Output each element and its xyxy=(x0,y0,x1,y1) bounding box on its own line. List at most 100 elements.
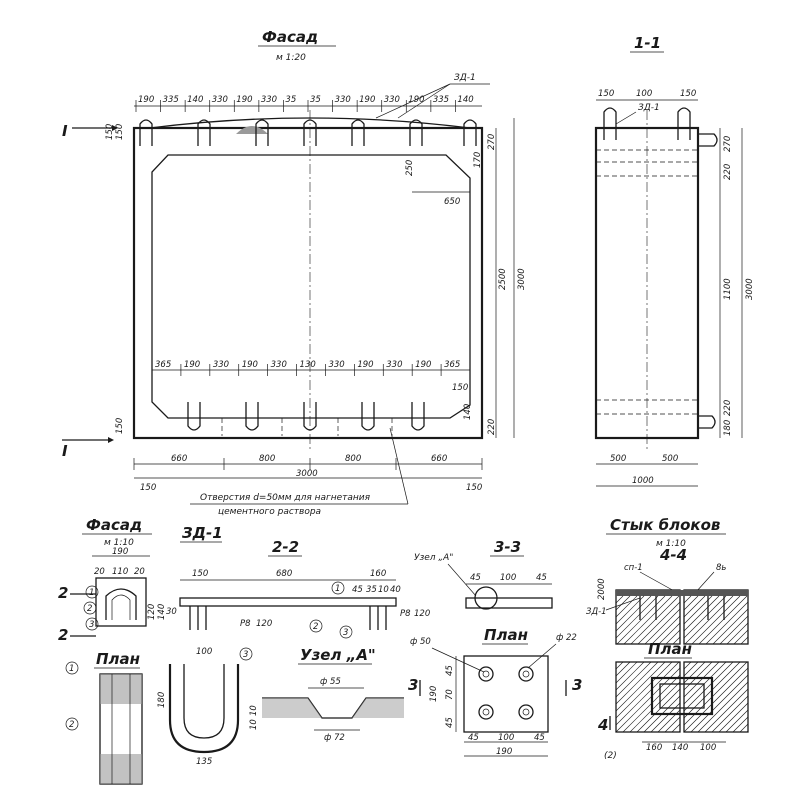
section-side-loop xyxy=(698,133,718,147)
hatch-line xyxy=(615,661,624,670)
hatch-line xyxy=(615,595,645,625)
hatch-line xyxy=(683,595,699,611)
s33-plan-plate xyxy=(463,655,549,733)
grout-note-line2: цементного раствора xyxy=(218,507,321,517)
small-plan-title: План xyxy=(96,650,140,668)
anchor-loop-top xyxy=(409,119,423,146)
plan-hole-3 xyxy=(478,704,494,720)
right-edge-dim: 150 xyxy=(466,483,482,493)
section-1-1-title: 1-1 xyxy=(634,34,661,52)
top-dim-label: 190 xyxy=(408,95,424,105)
hatch-line xyxy=(665,629,681,645)
small-facade-view: Фасад м 1:10 190 20 110 20 120 140 1 2 3… xyxy=(58,516,167,785)
hatch-line xyxy=(683,661,692,670)
hatch-line xyxy=(711,695,749,733)
bottom-inner-dim-label: 190 xyxy=(415,360,431,370)
block-joint-scale: м 1:10 xyxy=(656,539,686,549)
block-joint-title: Стык блоков xyxy=(610,516,720,534)
top-dim-label: 140 xyxy=(457,95,473,105)
node-a-fill-right xyxy=(352,698,404,718)
hatch-line xyxy=(683,595,706,618)
hatch-line xyxy=(616,595,666,645)
zd1-leader-1 xyxy=(375,83,451,119)
hatch-line xyxy=(719,615,749,645)
hatch-line xyxy=(726,622,749,645)
u-rebar-inner xyxy=(183,664,225,739)
plan-hole-1 xyxy=(478,666,494,682)
facade-outer-contour xyxy=(132,126,484,440)
top-dim-label: 335 xyxy=(433,95,449,105)
s33-plan-title: План xyxy=(484,626,528,644)
left-small-dim-3: 150 xyxy=(115,418,125,434)
hatch-line xyxy=(683,667,749,733)
u-marker: 3 xyxy=(243,650,248,660)
left-small-dim-1: 150 xyxy=(115,124,125,140)
plan-dim-22: ф 22 xyxy=(556,633,577,643)
hatch-line xyxy=(683,595,720,632)
zd1-dim-10: 10 xyxy=(378,585,389,595)
small-facade-dim-120: 120 xyxy=(147,604,157,620)
hatch-line xyxy=(651,615,681,645)
joint-plan-title: План xyxy=(648,640,692,658)
node-a-ref-leader xyxy=(447,563,477,597)
zd1-view: ЗД-1 2-2 150 680 160 45 35 10 40 30 Р8 1… xyxy=(157,524,430,767)
hatch-line xyxy=(658,622,681,645)
s33-mark-left: 3 xyxy=(408,676,418,694)
hatch-line xyxy=(732,716,749,733)
s33-dim-100: 100 xyxy=(500,573,516,583)
plan-dim-100: 100 xyxy=(498,733,514,743)
anchor-loop-bottom xyxy=(245,402,259,431)
small-facade-plate xyxy=(95,577,147,627)
small-facade-loop-inner xyxy=(111,594,131,620)
s33-dim-45b: 45 xyxy=(536,573,547,583)
section-zd1-leader xyxy=(615,111,637,125)
hatch-line xyxy=(683,661,699,677)
plan-hole-1-inner xyxy=(482,670,490,678)
top-dim-label: 190 xyxy=(359,95,375,105)
bottom-inner-dim-label: 330 xyxy=(271,360,287,370)
node-a-fill-left xyxy=(262,698,322,718)
hatch-line xyxy=(615,661,666,712)
section-mark-left-top: I xyxy=(62,122,68,140)
anchor-loop-bottom xyxy=(187,402,201,431)
section-3-3-plate xyxy=(465,597,553,609)
section-right-dim-1100: 1100 xyxy=(723,278,733,300)
section-arrow-top-head xyxy=(112,125,118,131)
zd1-dim-150: 150 xyxy=(192,569,208,579)
plan-hole-4 xyxy=(518,704,534,720)
small-facade-title: Фасад xyxy=(86,516,142,534)
hatch-line xyxy=(615,595,659,639)
bottom-inner-dim-label: 330 xyxy=(386,360,402,370)
section-4-4-title: 4-4 xyxy=(659,546,687,564)
right-small-dim-3: 170 xyxy=(473,152,483,168)
joint-leader-zd1 xyxy=(605,597,641,611)
small-facade-dim-110: 110 xyxy=(112,567,128,577)
corner-dim-250: 250 xyxy=(405,160,415,176)
hatch-line xyxy=(718,702,749,733)
u-marker-circle xyxy=(239,647,253,661)
section-mark-left-bottom: I xyxy=(62,442,68,460)
hatch-line xyxy=(644,608,681,645)
hatch-line xyxy=(615,595,652,632)
hatch-line xyxy=(629,681,681,733)
hatch-line xyxy=(698,595,748,645)
bottom-inner-dim-label: 190 xyxy=(357,360,373,370)
top-dim-label: 330 xyxy=(212,95,228,105)
plan-dim-45c: 45 xyxy=(468,733,479,743)
hatch-line xyxy=(705,601,749,645)
hatch-line xyxy=(684,595,734,645)
anchor-loop-top xyxy=(303,119,317,146)
zd1-marker-3: 3 xyxy=(343,628,348,638)
section-2-2-title: 2-2 xyxy=(272,538,299,556)
zd1-marker-1: 1 xyxy=(335,584,340,594)
zd1-rebar-left: Р8 xyxy=(240,619,251,629)
bottom-dim-label: 660 xyxy=(431,454,447,464)
plan-hole-2-inner xyxy=(522,670,530,678)
top-dim-label: 190 xyxy=(236,95,252,105)
node-a-view: Узел „А" ф 55 ф 72 10 10 xyxy=(249,646,404,743)
bottom-dim-label: 660 xyxy=(171,454,187,464)
marker-3: 3 xyxy=(89,620,94,630)
grout-pocket xyxy=(236,126,268,134)
right-small-dim-1: 270 xyxy=(487,134,497,150)
